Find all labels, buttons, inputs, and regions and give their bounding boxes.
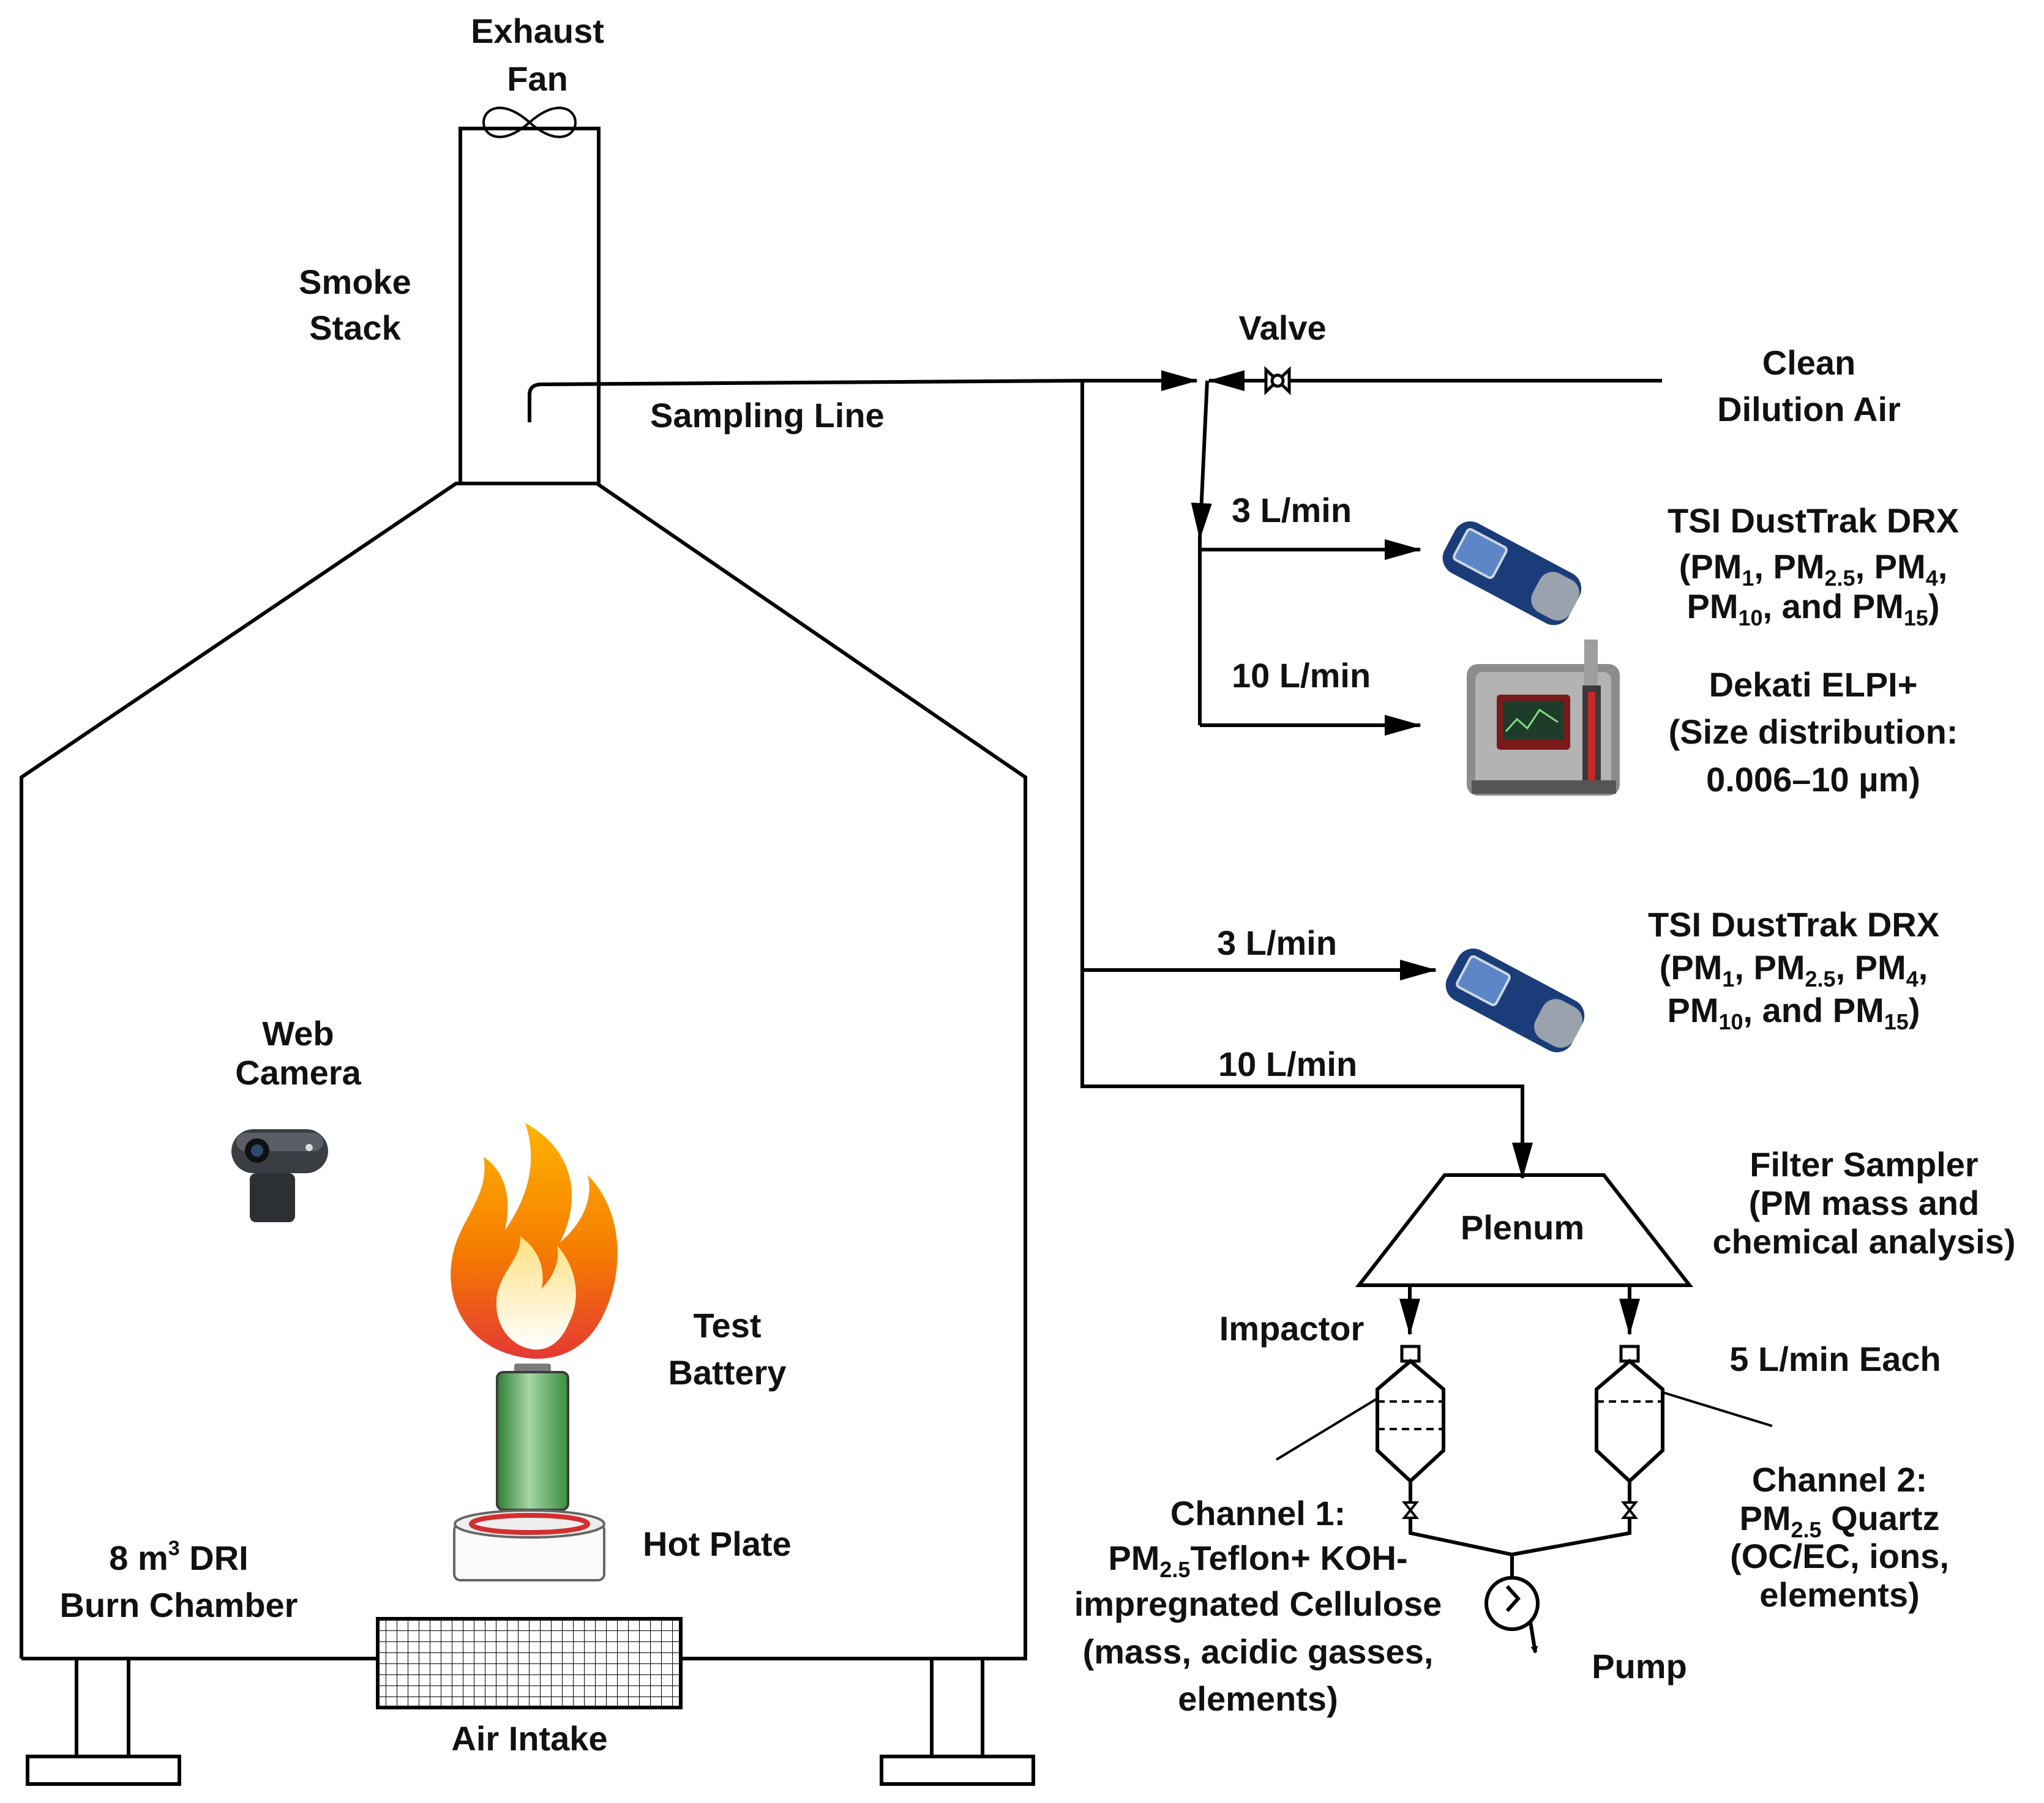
sampling-line <box>528 370 1524 1175</box>
diluted-branch <box>1191 380 1421 736</box>
svg-text:Channel 2:: Channel 2: <box>1752 1460 1927 1499</box>
plenum <box>1355 1173 1694 1287</box>
label-flow-each: 5 L/min Each <box>1729 1340 1941 1378</box>
smoke-stack <box>459 127 601 483</box>
svg-text:TSI DustTrak DRX: TSI DustTrak DRX <box>1648 905 1939 944</box>
label-burn-chamber-2: Burn Chamber <box>60 1586 298 1624</box>
elpi-label: Dekati ELPI+ (Size distribution: 0.006–1… <box>1669 665 1958 799</box>
impactor-channel-2 <box>1511 1285 1773 1556</box>
svg-text:TSI DustTrak DRX: TSI DustTrak DRX <box>1668 501 1959 540</box>
exhaust-fan-icon <box>482 106 577 138</box>
dusttrak-label-top: TSI DustTrak DRX (PM1, PM2.5, PM4, PM10,… <box>1668 501 1959 630</box>
label-test-battery: Test <box>694 1306 762 1345</box>
channel-2-label: Channel 2: PM2.5 Quartz (OC/EC, ions, el… <box>1730 1460 1949 1614</box>
svg-text:elements): elements) <box>1759 1575 1919 1614</box>
label-clean-dilution-2: Dilution Air <box>1717 390 1901 428</box>
elpi-icon <box>1467 640 1620 796</box>
air-intake-grille <box>376 1617 683 1709</box>
svg-text:(Size distribution:: (Size distribution: <box>1669 712 1958 751</box>
filter-sampler-label: Filter Sampler (PM mass and chemical ana… <box>1713 1145 2016 1261</box>
label-flow-10-mid: 10 L/min <box>1218 1045 1357 1083</box>
svg-text:Dekati ELPI+: Dekati ELPI+ <box>1709 665 1918 704</box>
label-burn-chamber: 8 m3 DRI <box>109 1537 248 1577</box>
svg-text:PM10, and PM15): PM10, and PM15) <box>1668 991 1920 1034</box>
svg-text:PM2.5Teflon+ KOH-: PM2.5Teflon+ KOH- <box>1108 1539 1407 1582</box>
impactor-channel-1 <box>1275 1285 1513 1556</box>
label-flow-3-mid: 3 L/min <box>1217 924 1337 962</box>
svg-text:PM2.5 Quartz: PM2.5 Quartz <box>1740 1499 1940 1542</box>
svg-text:(PM1, PM2.5, PM4,: (PM1, PM2.5, PM4, <box>1660 948 1928 991</box>
label-smoke-stack-2: Stack <box>309 308 401 347</box>
svg-text:Filter Sampler: Filter Sampler <box>1750 1145 1978 1184</box>
label-exhaust-fan-2: Fan <box>507 59 568 98</box>
svg-text:chemical analysis): chemical analysis) <box>1713 1222 2016 1261</box>
label-clean-dilution: Clean <box>1762 343 1856 382</box>
label-plenum: Plenum <box>1461 1208 1584 1247</box>
label-flow-3-top: 3 L/min <box>1232 491 1352 529</box>
label-web-camera-2: Camera <box>235 1053 361 1092</box>
label-test-battery-2: Battery <box>668 1353 787 1392</box>
label-pump: Pump <box>1592 1647 1687 1685</box>
label-air-intake: Air Intake <box>451 1719 607 1758</box>
svg-text:Channel 1:: Channel 1: <box>1170 1494 1346 1532</box>
svg-text:impregnated Cellulose: impregnated Cellulose <box>1074 1585 1442 1623</box>
svg-text:(OC/EC, ions,: (OC/EC, ions, <box>1730 1537 1949 1575</box>
valve-icon <box>1264 366 1291 395</box>
svg-text:0.006–10 µm): 0.006–10 µm) <box>1706 760 1920 799</box>
label-web-camera: Web <box>262 1014 334 1053</box>
web-camera-icon <box>231 1129 328 1222</box>
hot-plate-icon <box>453 1509 605 1581</box>
svg-text:(PM1, PM2.5, PM4,: (PM1, PM2.5, PM4, <box>1679 547 1948 591</box>
dusttrak-icon-mid <box>1445 948 1585 1053</box>
svg-text:PM10, and PM15): PM10, and PM15) <box>1687 587 1940 630</box>
svg-text:(mass, acidic gasses,: (mass, acidic gasses, <box>1083 1632 1434 1671</box>
pump-icon <box>1484 1555 1540 1654</box>
svg-text:elements): elements) <box>1178 1679 1338 1718</box>
label-valve: Valve <box>1238 308 1326 347</box>
label-sampling-line: Sampling Line <box>650 396 885 435</box>
flame-icon <box>451 1123 618 1359</box>
chamber-legs <box>26 1659 1035 1786</box>
label-flow-10-top: 10 L/min <box>1232 656 1371 695</box>
channel-1-label: Channel 1: PM2.5Teflon+ KOH- impregnated… <box>1074 1494 1442 1718</box>
label-impactor: Impactor <box>1219 1309 1365 1348</box>
battery-icon <box>496 1364 569 1511</box>
label-smoke-stack: Smoke <box>299 263 411 301</box>
dusttrak-label-mid: TSI DustTrak DRX (PM1, PM2.5, PM4, PM10,… <box>1648 905 1939 1034</box>
label-exhaust-fan: Exhaust <box>471 12 604 50</box>
svg-text:(PM mass and: (PM mass and <box>1749 1184 1980 1222</box>
dusttrak-icon-top <box>1442 521 1582 625</box>
label-hot-plate: Hot Plate <box>643 1525 792 1563</box>
